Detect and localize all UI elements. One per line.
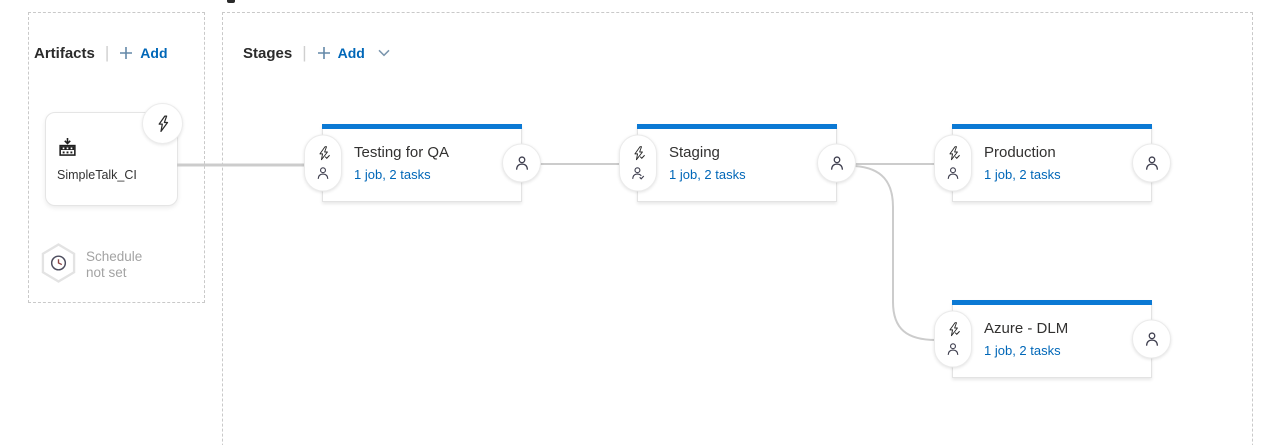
stages-header: Stages | Add bbox=[243, 43, 390, 63]
add-artifact-button[interactable]: Add bbox=[119, 45, 168, 61]
stage-name: Production bbox=[984, 144, 1056, 161]
schedule-line2: not set bbox=[86, 265, 127, 280]
post-deployment-conditions-badge[interactable] bbox=[817, 143, 856, 182]
artifacts-title: Artifacts bbox=[34, 44, 95, 62]
clipped-content-fragment bbox=[227, 0, 235, 3]
stages-title: Stages bbox=[243, 44, 293, 62]
lightning-check-icon bbox=[948, 321, 960, 336]
stage-status-bar bbox=[637, 124, 837, 129]
stages-panel: Stages | Add bbox=[222, 12, 1253, 445]
post-deployment-conditions-badge[interactable] bbox=[502, 143, 541, 182]
person-icon bbox=[947, 166, 959, 179]
stage-jobs-tasks-link[interactable]: 1 job, 2 tasks bbox=[984, 343, 1061, 358]
pre-deployment-conditions-badge[interactable] bbox=[619, 134, 657, 191]
post-deployment-conditions-badge[interactable] bbox=[1132, 143, 1171, 182]
stage-status-bar bbox=[952, 300, 1152, 305]
pre-deployment-conditions-badge[interactable] bbox=[934, 310, 972, 367]
header-divider: | bbox=[302, 43, 307, 62]
header-divider: | bbox=[104, 43, 110, 62]
schedule-line1: Schedule bbox=[86, 249, 143, 264]
lightning-check-icon bbox=[948, 145, 960, 160]
stage-jobs-tasks-link[interactable]: 1 job, 2 tasks bbox=[354, 167, 431, 182]
lightning-bolt-icon bbox=[158, 115, 168, 132]
plus-icon bbox=[317, 47, 330, 59]
add-stage-label: Add bbox=[337, 45, 365, 61]
person-icon bbox=[317, 166, 329, 179]
pre-deployment-conditions-badge[interactable] bbox=[934, 134, 972, 191]
lightning-check-icon bbox=[633, 145, 645, 160]
person-check-icon bbox=[632, 166, 645, 180]
stage-card-azure-dlm[interactable]: Azure - DLM 1 job, 2 tasks bbox=[934, 300, 1171, 378]
person-icon bbox=[947, 342, 959, 355]
person-icon bbox=[1145, 331, 1158, 346]
person-icon bbox=[830, 155, 843, 170]
stage-status-bar bbox=[322, 124, 522, 129]
chevron-down-icon bbox=[378, 49, 390, 57]
stage-card-testing-for-qa[interactable]: Testing for QA 1 job, 2 tasks bbox=[304, 124, 541, 202]
artifact-name: SimpleTalk_CI bbox=[57, 168, 137, 182]
stage-name: Staging bbox=[669, 144, 720, 161]
artifacts-header: Artifacts | Add bbox=[34, 43, 168, 63]
plus-icon bbox=[120, 47, 133, 59]
stage-card-production[interactable]: Production 1 job, 2 tasks bbox=[934, 124, 1171, 202]
stage-name: Testing for QA bbox=[354, 144, 450, 161]
lightning-check-icon bbox=[318, 145, 330, 160]
stage-jobs-tasks-link[interactable]: 1 job, 2 tasks bbox=[984, 167, 1061, 182]
add-stage-menu-toggle[interactable] bbox=[378, 49, 390, 57]
schedule-trigger[interactable]: Schedule not set bbox=[39, 241, 142, 285]
artifacts-panel: Artifacts | Add SimpleTalk_CI bbox=[28, 12, 205, 303]
build-artifact-icon bbox=[59, 138, 76, 156]
person-icon bbox=[515, 155, 528, 170]
stage-status-bar bbox=[952, 124, 1152, 129]
schedule-status-text: Schedule not set bbox=[86, 249, 142, 281]
add-stage-button[interactable]: Add bbox=[317, 45, 390, 61]
clock-icon bbox=[41, 243, 76, 283]
artifact-card-simpletalk-ci[interactable]: SimpleTalk_CI bbox=[45, 103, 183, 206]
stage-card-staging[interactable]: Staging 1 job, 2 tasks bbox=[619, 124, 856, 202]
person-icon bbox=[1145, 155, 1158, 170]
stage-name: Azure - DLM bbox=[984, 320, 1069, 337]
pre-deployment-conditions-badge[interactable] bbox=[304, 134, 342, 191]
post-deployment-conditions-badge[interactable] bbox=[1132, 319, 1171, 358]
add-artifact-label: Add bbox=[140, 45, 168, 61]
continuous-deployment-trigger-badge[interactable] bbox=[142, 103, 183, 144]
stage-jobs-tasks-link[interactable]: 1 job, 2 tasks bbox=[669, 167, 746, 182]
